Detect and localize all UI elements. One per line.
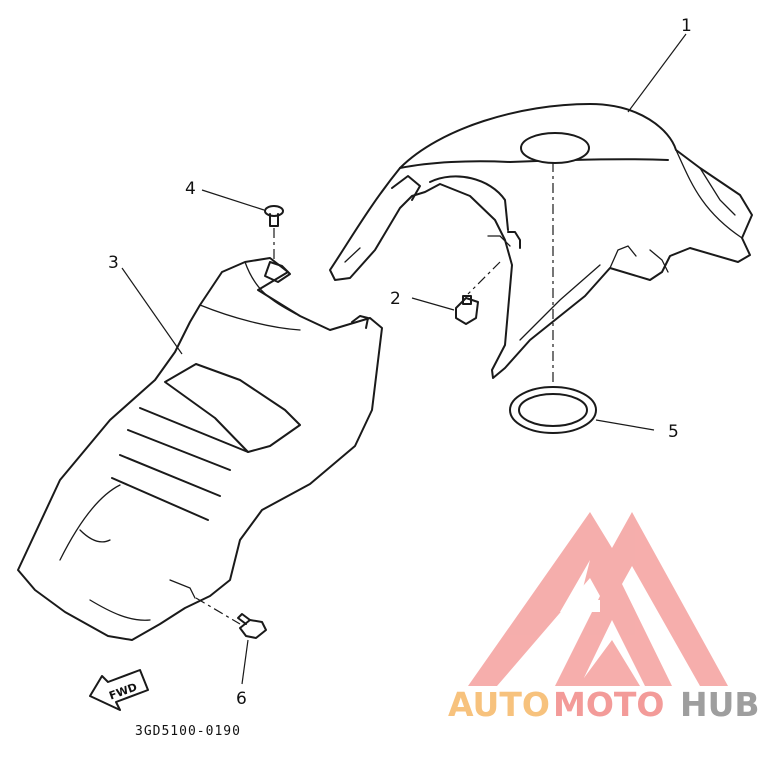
assembly-lines xyxy=(195,162,554,625)
fwd-arrow: FWD xyxy=(89,669,149,711)
callout-2: 2 xyxy=(390,289,401,309)
watermark-text-auto: AUTO xyxy=(448,685,550,724)
callout-5: 5 xyxy=(668,422,679,442)
callout-6: 6 xyxy=(236,689,247,709)
watermark-text-hub: HUB xyxy=(680,685,760,724)
fwd-arrow-shape xyxy=(89,669,149,711)
drawing-code: 3GD5100-0190 xyxy=(135,724,241,739)
watermark-logo-inner xyxy=(560,560,600,612)
part-5-ring xyxy=(509,386,597,434)
callout-4: 4 xyxy=(185,179,196,199)
watermark-logo xyxy=(468,512,728,686)
leader-lines xyxy=(121,33,687,685)
part-4-screw xyxy=(264,205,284,227)
part-2-nut xyxy=(455,295,479,325)
callout-1: 1 xyxy=(681,16,692,36)
callout-3: 3 xyxy=(108,253,119,273)
part-1-tank-cover xyxy=(329,103,753,379)
watermark-logo-mark xyxy=(468,512,728,686)
part-6-screw xyxy=(237,613,267,639)
part-3-seat-cover xyxy=(17,257,383,641)
watermark-text-moto: MOTO xyxy=(553,685,664,724)
